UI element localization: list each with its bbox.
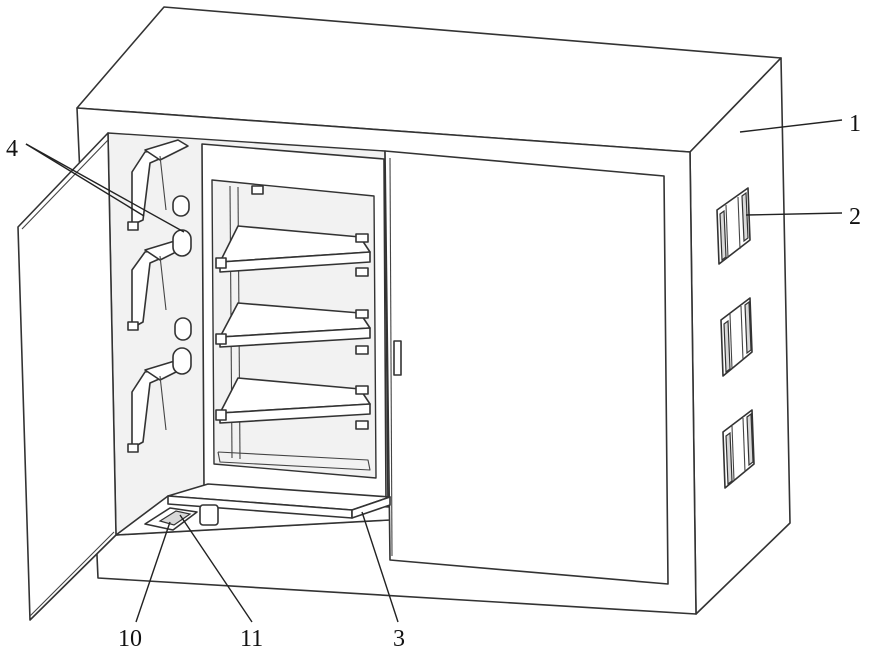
left-door-panel[interactable] [17, 132, 117, 621]
shelf-rack [201, 143, 387, 504]
leader-10 [135, 521, 171, 623]
right-door [384, 150, 669, 585]
hanger-clamps [127, 139, 192, 453]
vent-bottom [722, 409, 755, 489]
label-1: 1 [849, 111, 861, 137]
vent-middle [720, 297, 753, 377]
support-cylinder [199, 504, 219, 526]
label-11: 11 [240, 626, 263, 652]
leader-4a [25, 143, 185, 233]
label-3: 3 [393, 626, 405, 652]
hanger-2 [127, 229, 192, 341]
shelf-3 [215, 377, 371, 430]
leader-11 [179, 514, 253, 623]
leader-lines [25, 119, 843, 623]
left-door[interactable] [17, 132, 117, 621]
label-10: 10 [118, 626, 142, 652]
label-2: 2 [849, 204, 861, 230]
hanger-3 [127, 347, 192, 453]
base-platform [167, 483, 391, 526]
hanger-1 [127, 139, 190, 231]
leader-3 [361, 511, 399, 623]
leader-1 [739, 119, 843, 133]
vent-top [716, 187, 751, 265]
foot-pedal[interactable] [144, 507, 198, 531]
leader-4b [25, 143, 145, 217]
label-4: 4 [6, 136, 18, 162]
reference-labels: 1 2 3 4 10 11 [6, 111, 861, 652]
shelf-1 [215, 225, 371, 277]
shelf-2 [215, 302, 371, 355]
door-handle[interactable] [393, 340, 402, 376]
right-door-panel [384, 150, 669, 585]
leader-2 [745, 212, 843, 216]
side-vents [716, 187, 755, 489]
